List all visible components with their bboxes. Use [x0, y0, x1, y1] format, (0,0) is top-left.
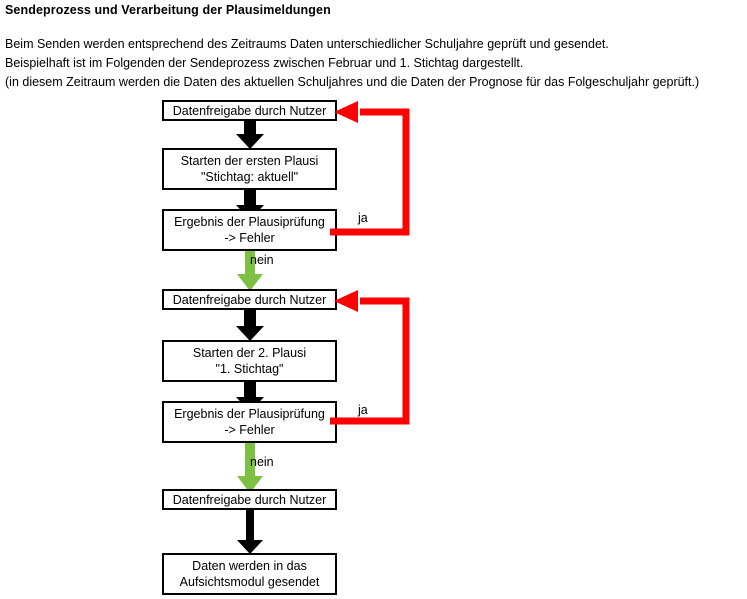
node-plausi1[interactable]: Starten der ersten Plausi "Stichtag: akt… [162, 148, 337, 190]
node-release2[interactable]: Datenfreigabe durch Nutzer [162, 289, 337, 310]
edge-label-ja-2: ja [358, 403, 368, 417]
loop-arrow-result1-to-release1-ja [330, 101, 410, 236]
page-title: Sendeprozess und Verarbeitung der Plausi… [5, 3, 331, 17]
node-result2[interactable]: Ergebnis der Plausiprüfung -> Fehler [162, 401, 337, 443]
node-send-line2: Aufsichtsmodul gesendet [179, 575, 320, 589]
node-result1[interactable]: Ergebnis der Plausiprüfung -> Fehler [162, 209, 337, 251]
node-plausi2-line2: "1. Stichtag" [215, 362, 284, 376]
node-release1-line1: Datenfreigabe durch Nutzer [172, 103, 327, 118]
node-result2-line1: Ergebnis der Plausiprüfung [174, 407, 325, 421]
intro-line-1: Beim Senden werden entsprechend des Zeit… [5, 37, 609, 51]
intro-paragraph: Beim Senden werden entsprechend des Zeit… [5, 35, 699, 92]
arrow-result1-to-release2-nein [237, 236, 263, 291]
intro-line-2: Beispielhaft ist im Folgenden der Sendep… [5, 56, 524, 70]
node-result1-line1: Ergebnis der Plausiprüfung [174, 215, 325, 229]
node-send-line1: Daten werden in das [192, 559, 307, 573]
node-plausi1-line1: Starten der ersten Plausi [180, 154, 319, 168]
node-release3-line1: Datenfreigabe durch Nutzer [172, 492, 327, 507]
edge-label-nein-1: nein [250, 253, 274, 267]
arrow-release2-to-plausi2 [236, 310, 264, 341]
intro-line-3: (in diesem Zeitraum werden die Daten des… [5, 75, 700, 89]
node-plausi2-line1: Starten der 2. Plausi [192, 346, 307, 360]
arrow-release1-to-plausi1 [236, 118, 264, 149]
node-send[interactable]: Daten werden in das Aufsichtsmodul gesen… [162, 553, 337, 595]
edge-label-ja-1: ja [358, 211, 368, 225]
loop-arrow-result2-to-release2-ja [330, 290, 410, 425]
node-result1-line2: -> Fehler [224, 231, 275, 245]
arrow-release3-to-send [237, 509, 263, 554]
edge-label-nein-2: nein [250, 455, 274, 469]
node-release1[interactable]: Datenfreigabe durch Nutzer [162, 100, 337, 121]
node-result2-line2: -> Fehler [224, 423, 275, 437]
arrow-result2-to-release3-nein [237, 438, 263, 493]
node-plausi1-line2: "Stichtag: aktuell" [200, 170, 299, 184]
node-plausi2[interactable]: Starten der 2. Plausi "1. Stichtag" [162, 340, 337, 382]
node-release3[interactable]: Datenfreigabe durch Nutzer [162, 489, 337, 510]
node-release2-line1: Datenfreigabe durch Nutzer [172, 292, 327, 307]
